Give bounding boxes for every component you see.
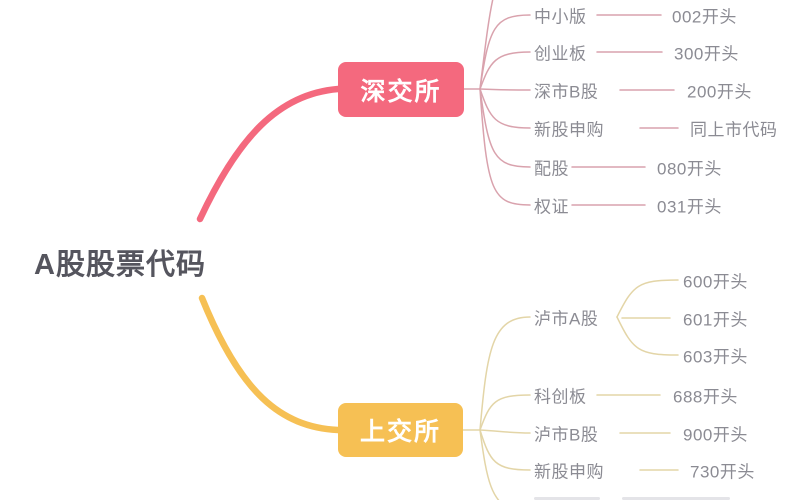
code-label: 730开头 <box>690 462 755 482</box>
code-label: 600开头 <box>683 272 748 292</box>
subtopic-label: 权证 <box>534 197 569 217</box>
code-label: 900开头 <box>683 425 748 445</box>
shenzhen-branch-curve <box>196 85 342 223</box>
code-label: 601开头 <box>683 310 748 330</box>
branch-node-shenzhen: 深交所 <box>338 62 464 117</box>
branch-node-shanghai: 上交所 <box>338 403 463 457</box>
subtopic-label: 科创板 <box>534 387 587 407</box>
subtopic-label: 配股 <box>534 159 569 179</box>
code-label: 同上市代码 <box>690 120 778 140</box>
subtopic-label: 中小版 <box>534 7 587 27</box>
code-label: 002开头 <box>672 7 737 27</box>
root-topic: A股股票代码 <box>34 249 206 281</box>
subtopic-label: 新股申购 <box>534 462 604 482</box>
branch-node-shanghai-label: 上交所 <box>359 418 441 446</box>
subtopic-label: 新股申购 <box>534 120 604 140</box>
code-label: 603开头 <box>683 347 748 367</box>
code-label: 300开头 <box>674 44 739 64</box>
clipped-row-fragment <box>622 497 730 500</box>
subtopic-label: 深市B股 <box>534 82 599 102</box>
shanghai-branch-curve <box>198 294 342 434</box>
shenzhen-fan-lines <box>463 0 679 206</box>
code-label: 031开头 <box>657 197 722 217</box>
clipped-row-fragment <box>534 497 600 500</box>
code-label: 200开头 <box>687 82 752 102</box>
subtopic-label: 泸市B股 <box>534 425 599 445</box>
shanghai-fan-lines <box>462 279 679 500</box>
code-label: 080开头 <box>657 159 722 179</box>
subtopic-label: 创业板 <box>534 44 587 64</box>
code-label: 688开头 <box>673 387 738 407</box>
branch-node-shenzhen-label: 深交所 <box>360 77 442 106</box>
subtopic-label: 泸市A股 <box>534 309 599 329</box>
